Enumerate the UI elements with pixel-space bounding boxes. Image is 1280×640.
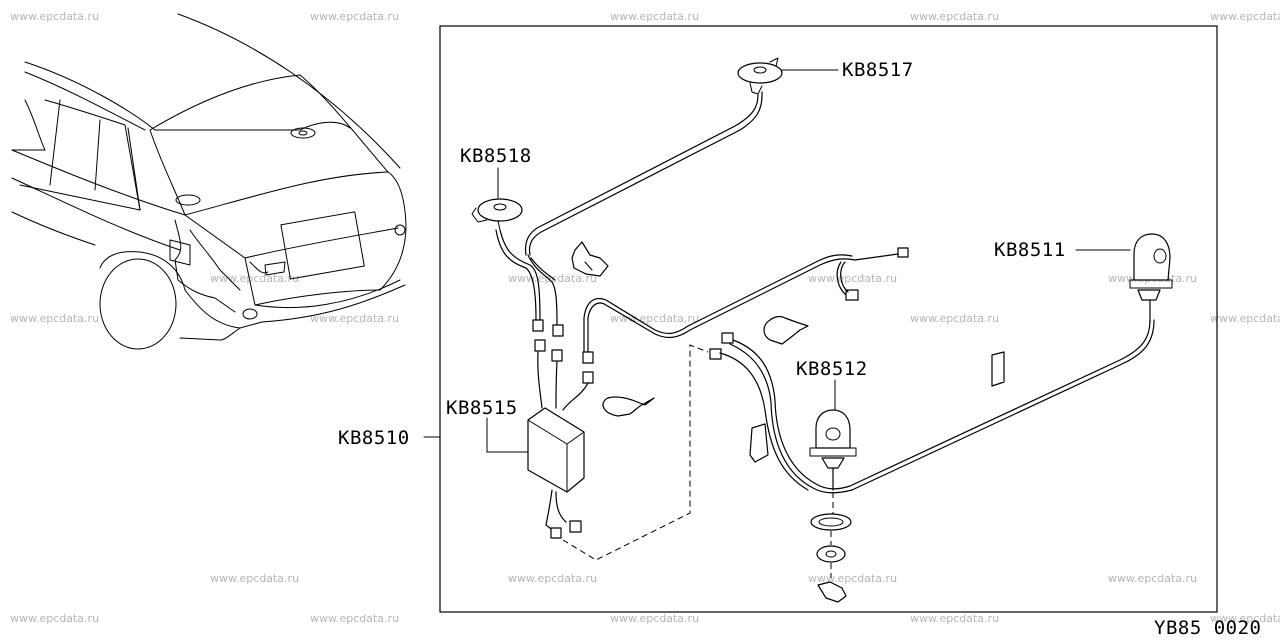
car-rear-illustration	[11, 13, 407, 350]
watermark: www.epcdata.ru	[910, 612, 999, 625]
watermark: www.epcdata.ru	[310, 612, 399, 625]
watermark: www.epcdata.ru	[10, 10, 99, 23]
watermark: www.epcdata.ru	[10, 612, 99, 625]
watermark: www.epcdata.ru	[310, 312, 399, 325]
watermark: www.epcdata.ru	[508, 572, 597, 585]
watermark: www.epcdata.ru	[910, 312, 999, 325]
callout-kb8515: KB8515	[446, 397, 518, 419]
control-unit-kb8515	[527, 351, 589, 539]
antenna-kb8512	[719, 319, 1155, 515]
watermark-layer: www.epcdata.ru www.epcdata.ru www.epcdat…	[10, 10, 1280, 625]
watermark: www.epcdata.ru	[10, 312, 99, 325]
callout-kb8517: KB8517	[842, 59, 914, 81]
watermark: www.epcdata.ru	[1108, 572, 1197, 585]
callout-kb8510: KB8510	[338, 427, 410, 449]
watermark: www.epcdata.ru	[610, 612, 699, 625]
watermark: www.epcdata.ru	[808, 272, 897, 285]
watermark: www.epcdata.ru	[610, 312, 699, 325]
watermark: www.epcdata.ru	[1210, 312, 1280, 325]
callout-kb8518: KB8518	[460, 145, 532, 167]
callout-leaders	[486, 69, 1131, 453]
connectors	[532, 247, 909, 384]
antenna-kb8517	[524, 57, 783, 256]
watermark: www.epcdata.ru	[210, 572, 299, 585]
grommet-parts	[810, 513, 852, 603]
watermark: www.epcdata.ru	[310, 10, 399, 23]
diagram-id: YB85 0020	[1154, 617, 1261, 639]
watermark: www.epcdata.ru	[1210, 612, 1280, 625]
callout-kb8511: KB8511	[994, 239, 1066, 261]
antenna-kb8511	[1129, 233, 1173, 323]
dashed-route	[562, 344, 709, 561]
diagram-frame	[439, 25, 1218, 613]
cable-upper	[583, 253, 899, 353]
clips	[571, 241, 1005, 463]
watermark: www.epcdata.ru	[808, 572, 897, 585]
callout-kb8512: KB8512	[796, 358, 868, 380]
watermark: www.epcdata.ru	[910, 10, 999, 23]
watermark: www.epcdata.ru	[610, 10, 699, 23]
watermark: www.epcdata.ru	[1210, 10, 1280, 23]
antenna-kb8518	[471, 198, 558, 326]
